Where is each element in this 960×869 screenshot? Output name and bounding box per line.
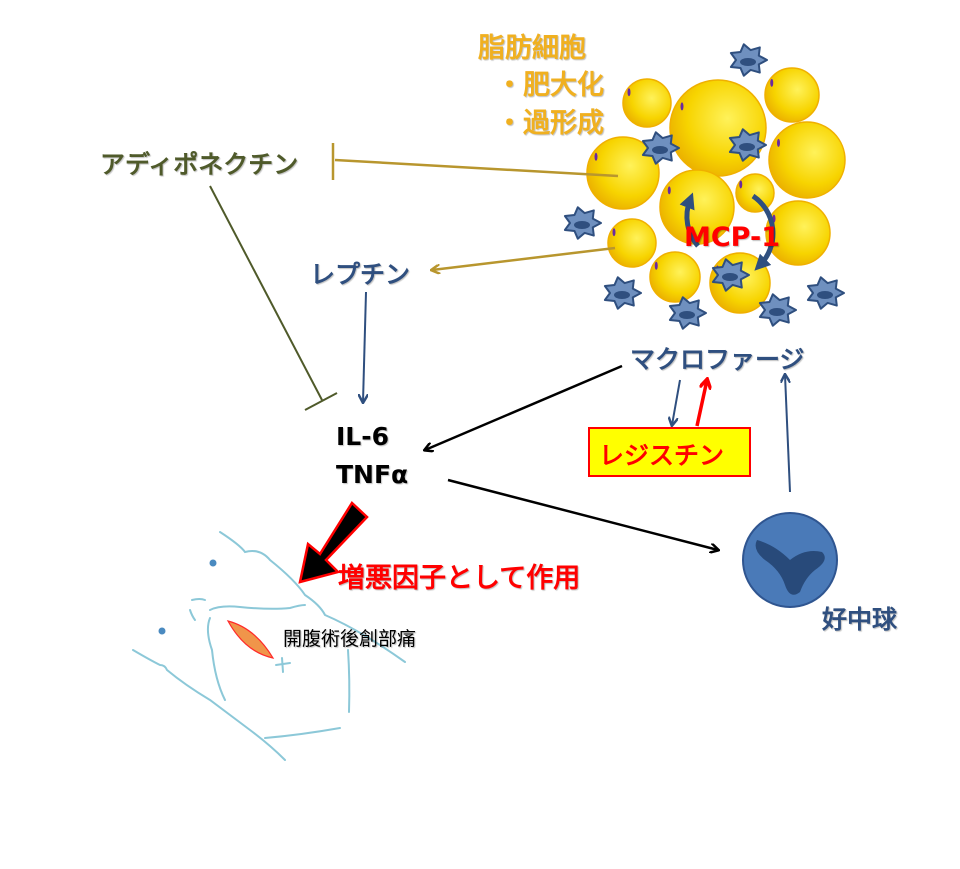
macrophage-nucleus bbox=[614, 291, 630, 299]
fat-cell-icon bbox=[607, 218, 657, 268]
fat-cell-icon bbox=[622, 78, 672, 128]
mcp1-cycle-arrow-left bbox=[679, 192, 700, 248]
neutrophil-nucleus bbox=[755, 540, 825, 595]
fat-cell-nucleus bbox=[770, 78, 774, 87]
fat-cell-nucleus bbox=[594, 152, 598, 161]
cytokine-to-neutrophil-arrow bbox=[447, 478, 718, 550]
fat-cell-nucleus bbox=[654, 261, 658, 270]
body-dot bbox=[158, 627, 166, 635]
macrophage-group bbox=[563, 43, 845, 330]
postoperative-pain-label: 開腹術後創部痛 bbox=[283, 628, 417, 650]
navel-dot bbox=[209, 559, 217, 567]
fat-cell-nucleus bbox=[777, 138, 780, 147]
macrophage-nucleus bbox=[740, 58, 756, 66]
fat-cell-icon bbox=[649, 251, 701, 303]
adipocyte-cluster bbox=[586, 67, 846, 314]
resistin-label: レジスチン bbox=[599, 441, 725, 470]
macrophage-nucleus bbox=[722, 273, 738, 281]
fat-cell-nucleus bbox=[667, 186, 671, 195]
surgical-wound-icon bbox=[226, 620, 275, 659]
aggravating-factor-label: 増悪因子として作用 bbox=[338, 563, 581, 594]
abdomen-sketch bbox=[132, 531, 406, 761]
adipocyte-hypertrophy: ・肥大化 bbox=[496, 70, 604, 101]
il6-label: IL-6 bbox=[336, 422, 390, 451]
macrophage-nucleus bbox=[679, 311, 695, 319]
fat-cell-nucleus bbox=[627, 88, 631, 97]
adipocyte-title: 脂肪細胞 bbox=[478, 33, 586, 64]
resistin-to-macrophage-arrow bbox=[695, 380, 707, 427]
aggravation-arrow-icon bbox=[298, 501, 369, 584]
macrophage-to-resistin-arrow bbox=[672, 379, 681, 425]
neutrophil-to-macrophage-arrow bbox=[785, 375, 791, 493]
fat-cell-nucleus bbox=[739, 180, 743, 189]
mcp1-label: MCP-1 bbox=[684, 222, 780, 253]
adiponectin-label: アディポネクチン bbox=[100, 150, 299, 179]
macrophage-label: マクロファージ bbox=[630, 345, 805, 374]
inhibition-bar bbox=[304, 392, 338, 411]
leptin-to-cytokine-arrow bbox=[363, 291, 366, 402]
fat-cell-icon bbox=[764, 67, 820, 123]
neutrophil-label: 好中球 bbox=[822, 605, 898, 634]
adipocyte-hyperplasia: ・過形成 bbox=[496, 108, 604, 139]
macrophage-to-cytokine-arrow bbox=[425, 364, 623, 450]
resistin-box bbox=[588, 427, 751, 477]
fat-cell-icon bbox=[765, 200, 831, 266]
fat-cell-icon bbox=[735, 173, 775, 213]
adiponectin-to-cytokine-inhibition bbox=[209, 185, 323, 401]
fat-cell-icon bbox=[768, 121, 846, 199]
macrophage-nucleus bbox=[817, 291, 833, 299]
fat-cell-icon bbox=[669, 79, 767, 177]
leptin-label: レプチン bbox=[310, 260, 411, 289]
adiponectin-inhibition-line bbox=[334, 158, 619, 178]
macrophage-nucleus bbox=[574, 221, 590, 229]
macrophage-nucleus bbox=[652, 146, 668, 154]
macrophage-nucleus bbox=[739, 143, 755, 151]
adipocyte-to-leptin-arrow bbox=[432, 246, 616, 270]
tnfa-label: TNFα bbox=[336, 460, 409, 489]
fat-cell-nucleus bbox=[680, 102, 684, 111]
fat-cell-nucleus bbox=[612, 228, 616, 237]
mcp1-cycle-arrow-right bbox=[751, 193, 776, 271]
macrophage-nucleus bbox=[769, 308, 785, 316]
